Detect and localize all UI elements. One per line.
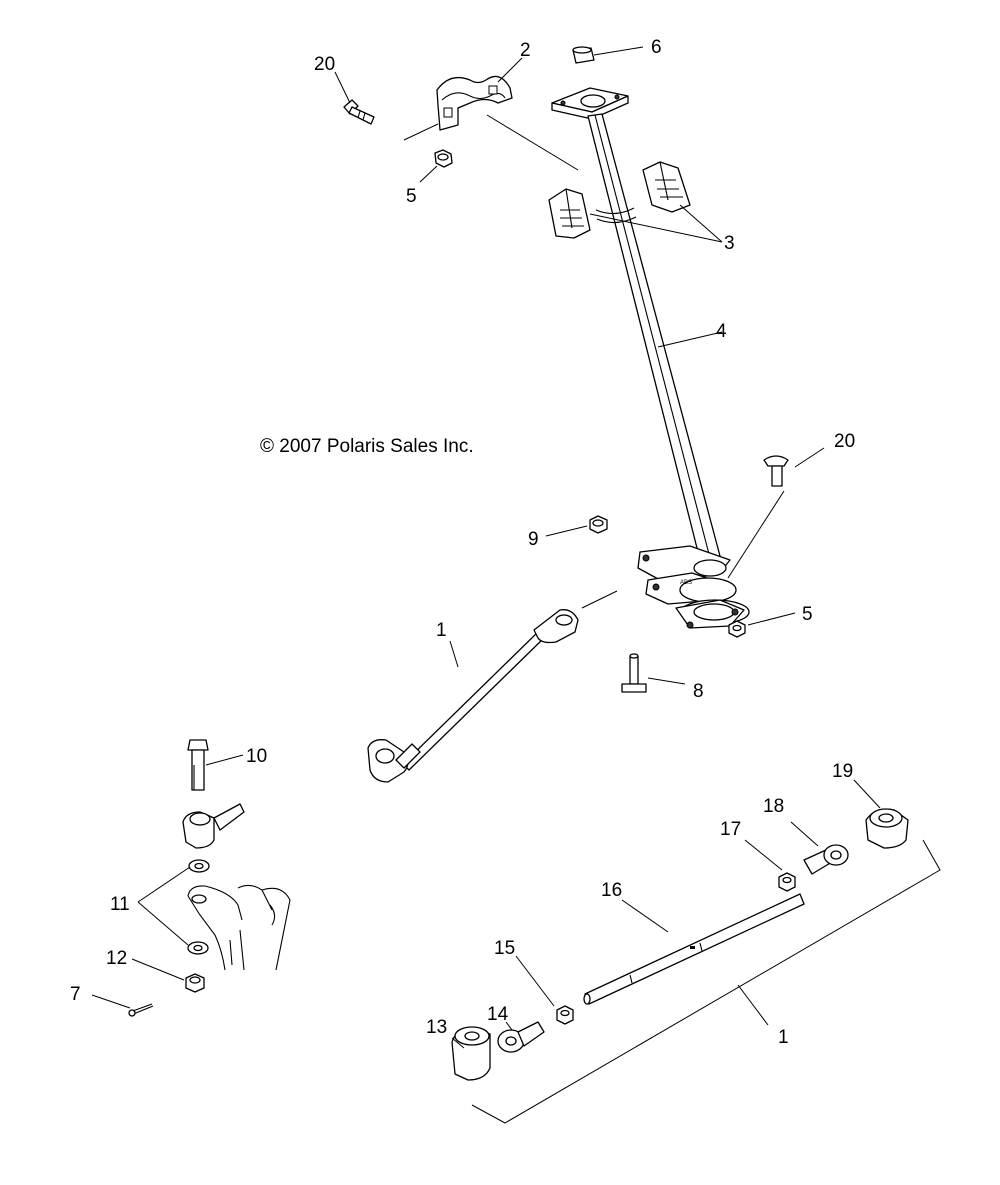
callout-20-lower: 20: [834, 431, 855, 452]
callout-9: 9: [528, 529, 539, 550]
tie-rod-end-lower: [182, 803, 245, 849]
leader-lines: [91, 46, 941, 1124]
callout-6: 6: [651, 37, 662, 58]
callout-8: 8: [693, 681, 704, 702]
callout-18: 18: [763, 796, 784, 817]
callout-7: 7: [70, 984, 81, 1005]
callout-14: 14: [487, 1004, 509, 1025]
ball-joint-18: [803, 844, 849, 875]
bolt-10: [187, 739, 209, 791]
callout-16: 16: [601, 880, 622, 901]
bushing-cap: [572, 46, 595, 64]
bushing-right: [642, 161, 691, 213]
steering-clamp: [436, 75, 513, 131]
spindle-arm: [187, 884, 291, 971]
steering-post: ABS: [551, 87, 750, 629]
callout-5-lower: 5: [802, 604, 813, 625]
nut-lower: [728, 620, 746, 638]
jam-nut-17: [778, 872, 796, 892]
callout-3: 3: [724, 233, 735, 254]
callout-10: 10: [246, 746, 267, 767]
callout-12: 12: [106, 948, 127, 969]
callout-5-upper: 5: [406, 186, 417, 207]
callout-1-lower: 1: [778, 1027, 789, 1048]
cotter-pin: [128, 1003, 154, 1017]
washer-lower: [187, 941, 209, 955]
tie-rod-shaft-16: [583, 893, 805, 1005]
bolt-lower-right: [763, 455, 789, 487]
callout-13: 13: [426, 1017, 447, 1038]
callout-19: 19: [832, 761, 853, 782]
callout-2: 2: [520, 40, 531, 61]
callout-labels: 20 2 6 5 3 4 20 9 5 1 8 10 19 18 17 16 1…: [70, 37, 855, 1048]
nut-9: [589, 515, 608, 534]
copyright-notice: © 2007 Polaris Sales Inc.: [260, 436, 474, 457]
ball-joint-14: [497, 1021, 545, 1053]
callout-11: 11: [110, 894, 130, 915]
nut-12: [185, 973, 205, 993]
bolt-upper: [343, 99, 375, 125]
rod-end-19: [865, 808, 909, 849]
jam-nut-15: [556, 1005, 574, 1025]
callout-1-upper: 1: [436, 620, 447, 641]
callout-20-upper: 20: [314, 54, 335, 75]
callout-15: 15: [494, 938, 515, 959]
bolt-8: [621, 653, 647, 693]
nut-upper: [434, 149, 453, 168]
tie-rod-assembly: [367, 609, 579, 783]
rod-end-13: [451, 1026, 491, 1081]
callout-17: 17: [720, 819, 741, 840]
svg-text:ABS: ABS: [680, 580, 692, 586]
callout-4: 4: [716, 321, 727, 342]
washer-upper: [188, 859, 210, 873]
bushing-left: [548, 188, 591, 239]
